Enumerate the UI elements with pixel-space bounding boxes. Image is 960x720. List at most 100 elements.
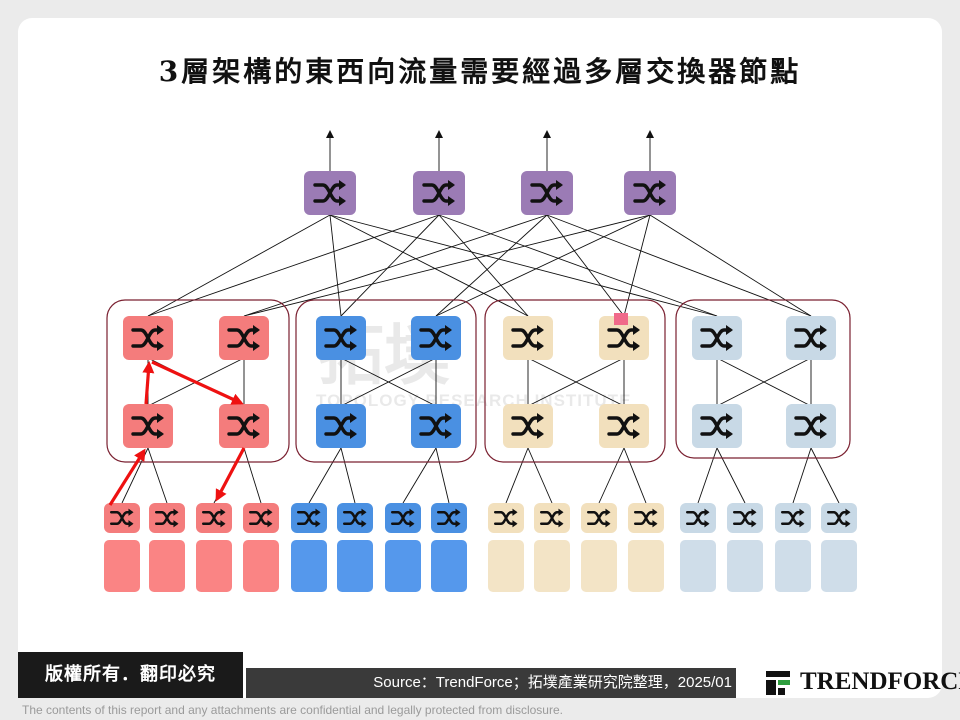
access-switch [534,503,570,533]
access-link [716,447,746,504]
server-host [775,540,811,592]
core-link [243,214,548,317]
access-switch [104,503,140,533]
switch-shuffle-arrows-icon [826,508,851,528]
access-link [623,447,647,504]
switch-shuffle-arrows-icon [248,508,273,528]
server-host [196,540,232,592]
aggregation-top-switch [411,316,461,360]
core-link [438,214,718,317]
switch-shuffle-arrows-icon [342,508,367,528]
switch-shuffle-arrows-icon [700,325,733,351]
links [121,130,840,504]
access-switch [196,503,232,533]
server-host [727,540,763,592]
source-text: Source：TrendForce；拓墣產業研究院整理，2025/01 [373,674,732,691]
pod-border [484,299,666,463]
switch-shuffle-arrows-icon [131,325,164,351]
core-switch [624,171,676,215]
switch-shuffle-arrows-icon [732,508,757,528]
aggregation-top-switch [316,316,366,360]
server-host [821,540,857,592]
server-host [581,540,617,592]
switch-shuffle-arrows-icon [530,180,563,206]
pod-border [675,299,851,459]
switch-shuffle-arrows-icon [607,413,640,439]
switch-shuffle-arrows-icon [324,413,357,439]
access-link [505,447,529,504]
access-link [243,447,262,504]
core-link [546,214,625,317]
switch-shuffle-arrows-icon [780,508,805,528]
traffic-arrow [108,448,146,506]
access-link [527,447,553,504]
aggregation-top-switch [219,316,269,360]
switch-shuffle-arrows-icon [539,508,564,528]
access-link [697,447,718,504]
core-link [147,214,440,317]
access-switch [680,503,716,533]
switch-shuffle-arrows-icon [700,413,733,439]
core-link [243,214,651,317]
core-link [147,214,331,317]
switch-shuffle-arrows-icon [109,508,134,528]
access-switch [149,503,185,533]
aggregation-bottom-switch [599,404,649,448]
traffic-arrow [215,447,246,502]
access-switch [488,503,524,533]
pod-link [716,357,812,407]
switch-shuffle-arrows-icon [419,325,452,351]
switch-shuffle-arrows-icon [586,508,611,528]
switch-shuffle-arrows-icon [201,508,226,528]
core-link [435,214,651,317]
switch-shuffle-arrows-icon [794,325,827,351]
core-link [329,214,718,317]
core-switch [304,171,356,215]
server-host [291,540,327,592]
server-host [385,540,421,592]
access-switch [581,503,617,533]
switch-shuffle-arrows-icon [390,508,415,528]
switch-shuffle-arrows-icon [131,413,164,439]
server-host [488,540,524,592]
access-link [121,447,149,504]
switch-shuffle-arrows-icon [511,325,544,351]
traffic-arrow [151,360,244,405]
access-link [810,447,840,504]
core-link [649,214,812,317]
access-switch [385,503,421,533]
access-link [598,447,625,504]
highlight-marker [614,313,628,325]
server-host [104,540,140,592]
switch-shuffle-arrows-icon [422,180,455,206]
traffic-path [108,360,246,506]
source-bar [246,668,736,698]
aggregation-bottom-switch [503,404,553,448]
aggregation-top-switch [599,316,649,360]
aggregation-bottom-switch [219,404,269,448]
pod-border [106,299,290,463]
disclaimer: The contents of this report and any atta… [22,703,563,717]
core-link [438,214,529,317]
server-host [337,540,373,592]
aggregation-bottom-switch [692,404,742,448]
access-link [340,447,356,504]
switch-shuffle-arrows-icon [493,508,518,528]
access-switch [727,503,763,533]
aggregation-bottom-switch [123,404,173,448]
core-link [435,214,548,317]
access-switch [431,503,467,533]
access-switch [243,503,279,533]
switch-shuffle-arrows-icon [227,413,260,439]
core-link [329,214,529,317]
switch-shuffle-arrows-icon [607,325,640,351]
aggregation-bottom-switch [786,404,836,448]
aggregation-bottom-switch [411,404,461,448]
copyright-label: 版權所有．翻印必究 [18,652,243,698]
aggregation-top-switch [692,316,742,360]
server-host [628,540,664,592]
access-link [435,447,450,504]
access-switch [337,503,373,533]
pod-link [527,357,625,407]
